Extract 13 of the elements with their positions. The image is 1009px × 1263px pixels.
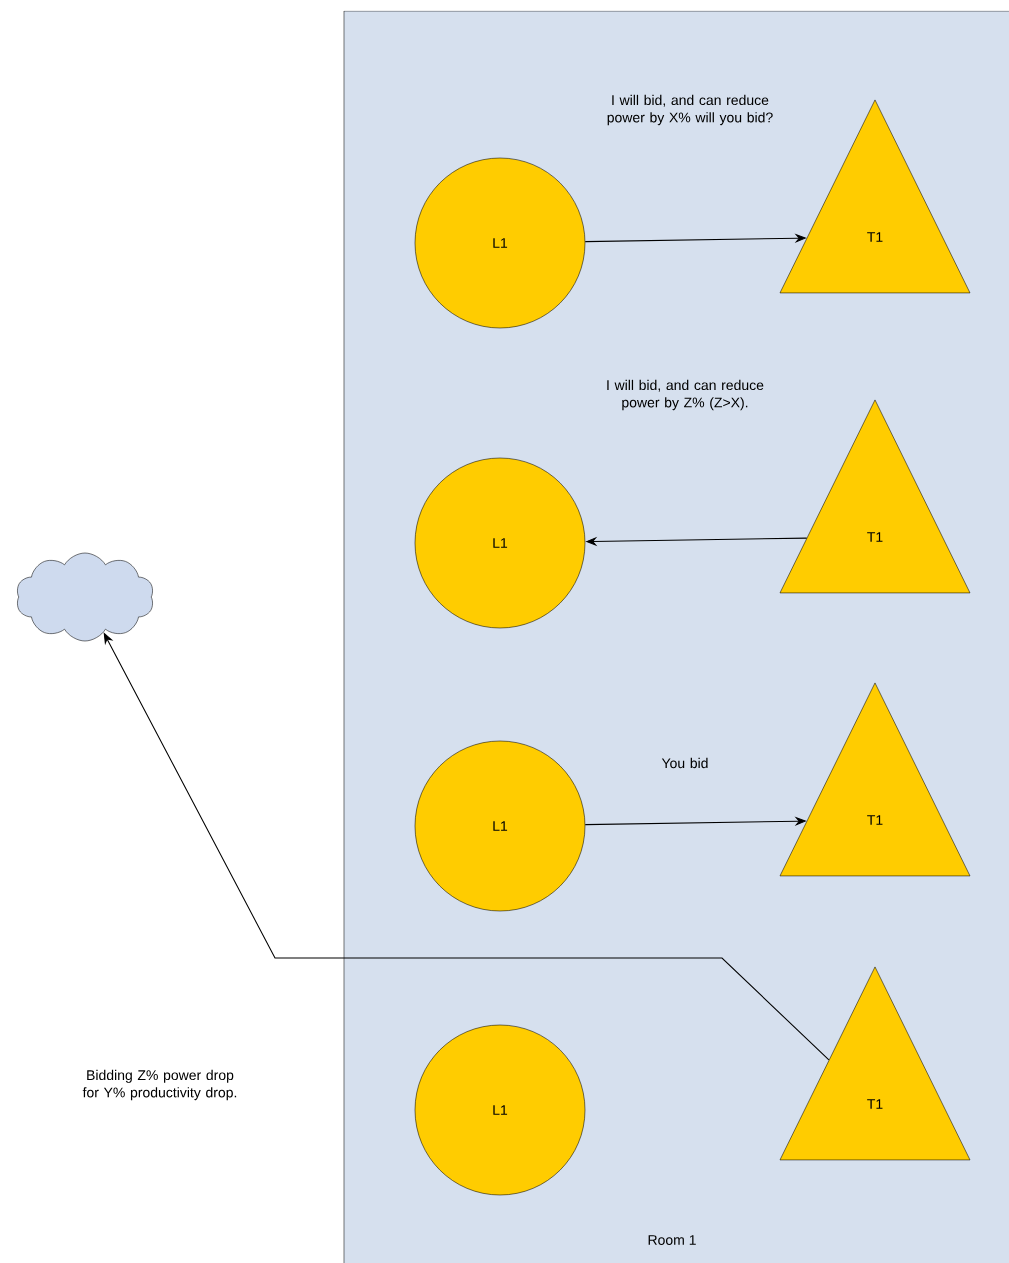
circle-node: L1 xyxy=(414,157,586,329)
edge-label: You bid xyxy=(661,757,708,769)
message-text: I will bid, and can reduce power by X% will you bid? xyxy=(607,94,773,126)
triangle-node: T1 xyxy=(779,99,971,294)
circle-node: L1 xyxy=(414,457,586,629)
message-text: I will bid, and can reduce power by Z% (Z>X). xyxy=(607,379,764,411)
triangle-node: T1 xyxy=(779,399,971,594)
cloud-shape xyxy=(17,552,153,642)
triangle-node: T1 xyxy=(779,682,971,877)
circle-node: L1 xyxy=(414,1024,586,1196)
message-text: Bidding Z% power drop for Y% productivity drop. xyxy=(82,1069,237,1101)
circle-node: L1 xyxy=(414,740,586,912)
triangle-node: T1 xyxy=(779,966,971,1161)
